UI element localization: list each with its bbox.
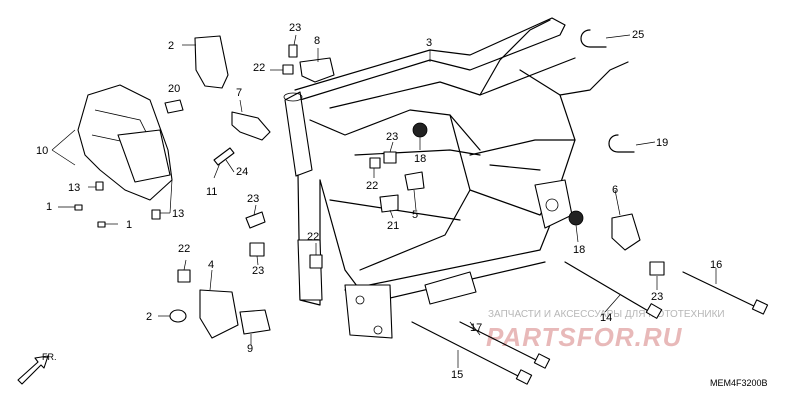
- bolt-24: [213, 147, 235, 166]
- callout-22d: 22: [178, 243, 190, 255]
- direction-label: FR.: [42, 352, 57, 362]
- callout-10: 10: [36, 145, 48, 157]
- callout-3: 3: [426, 37, 432, 49]
- callout-23d: 23: [252, 265, 264, 277]
- callout-5: 5: [412, 209, 418, 221]
- nut-22c: [309, 254, 323, 269]
- bracket-6: [611, 213, 641, 251]
- nut-23d: [249, 242, 265, 257]
- main-frame: [283, 17, 629, 339]
- callout-9: 9: [247, 343, 253, 355]
- bolt-23e: [649, 261, 665, 276]
- callout-7: 7: [236, 87, 242, 99]
- spacer-9: [239, 309, 271, 335]
- bolt-23c: [245, 211, 266, 229]
- long-bolt-17: [459, 321, 551, 369]
- callout-16: 16: [710, 259, 722, 271]
- callout-13b: 13: [172, 208, 184, 220]
- collar-21: [379, 194, 399, 213]
- bracket-7: [231, 111, 271, 141]
- callout-4: 4: [208, 259, 214, 271]
- callout-18a: 18: [414, 153, 426, 165]
- callout-14: 14: [600, 312, 612, 324]
- callout-1a: 1: [46, 201, 52, 213]
- callout-22c: 22: [307, 231, 319, 243]
- side-cover-assembly: [77, 84, 173, 201]
- cap-2: [169, 309, 187, 323]
- nut-22a: [282, 64, 294, 75]
- nut-22d: [177, 269, 191, 283]
- callout-22a: 22: [253, 62, 265, 74]
- callout-6: 6: [612, 184, 618, 196]
- bolt-23b: [383, 151, 397, 164]
- clamp-19: [608, 134, 635, 153]
- callout-23b: 23: [386, 131, 398, 143]
- nut-22b: [369, 157, 381, 169]
- callout-22b: 22: [366, 180, 378, 192]
- callout-23c: 23: [247, 193, 259, 205]
- callout-labels: 2 20 23 8 22 3 25 7 10 23 18 19 24 22 13…: [36, 22, 722, 381]
- leader-lines: [51, 34, 717, 368]
- callout-1b: 1: [126, 219, 132, 231]
- callout-19: 19: [656, 137, 668, 149]
- callout-8: 8: [314, 35, 320, 47]
- watermark-caption: ЗАПЧАСТИ И АКСЕССУАРЫ ДЛЯ МОТОТЕХНИКИ: [488, 309, 725, 320]
- rubber-mount-18a: [412, 122, 428, 138]
- callout-15: 15: [451, 369, 463, 381]
- bolt-23a: [288, 44, 298, 58]
- callout-25: 25: [632, 29, 644, 41]
- bolt-1a: [74, 204, 83, 211]
- callout-2a: 2: [168, 40, 174, 52]
- long-bolt-16: [682, 271, 769, 315]
- callout-18b: 18: [573, 244, 585, 256]
- callout-17: 17: [470, 322, 482, 334]
- long-bolt-15: [411, 321, 533, 385]
- callout-23e: 23: [651, 291, 663, 303]
- callout-21: 21: [387, 220, 399, 232]
- grommet-13a: [95, 181, 104, 191]
- watermark-brand: PARTSFOR.RU: [486, 322, 683, 352]
- callout-20: 20: [168, 83, 180, 95]
- callout-2b: 2: [146, 311, 152, 323]
- rubber-mount-18b: [568, 210, 584, 226]
- collar-5: [404, 171, 425, 191]
- cover-plate-2: [194, 35, 229, 89]
- bolt-1b: [97, 221, 106, 228]
- grommet-13b: [151, 209, 161, 220]
- callout-13a: 13: [68, 182, 80, 194]
- clamp-25: [580, 29, 607, 48]
- front-direction-arrow-icon: [17, 355, 49, 385]
- callout-11: 11: [206, 186, 217, 198]
- callout-23a: 23: [289, 22, 301, 34]
- bracket-8: [299, 57, 335, 83]
- long-bolt-14: [564, 261, 663, 319]
- callout-24: 24: [236, 166, 248, 178]
- diagram-code: MEM4F3200B: [710, 378, 768, 388]
- clip-20: [164, 99, 184, 114]
- bracket-4: [199, 289, 239, 339]
